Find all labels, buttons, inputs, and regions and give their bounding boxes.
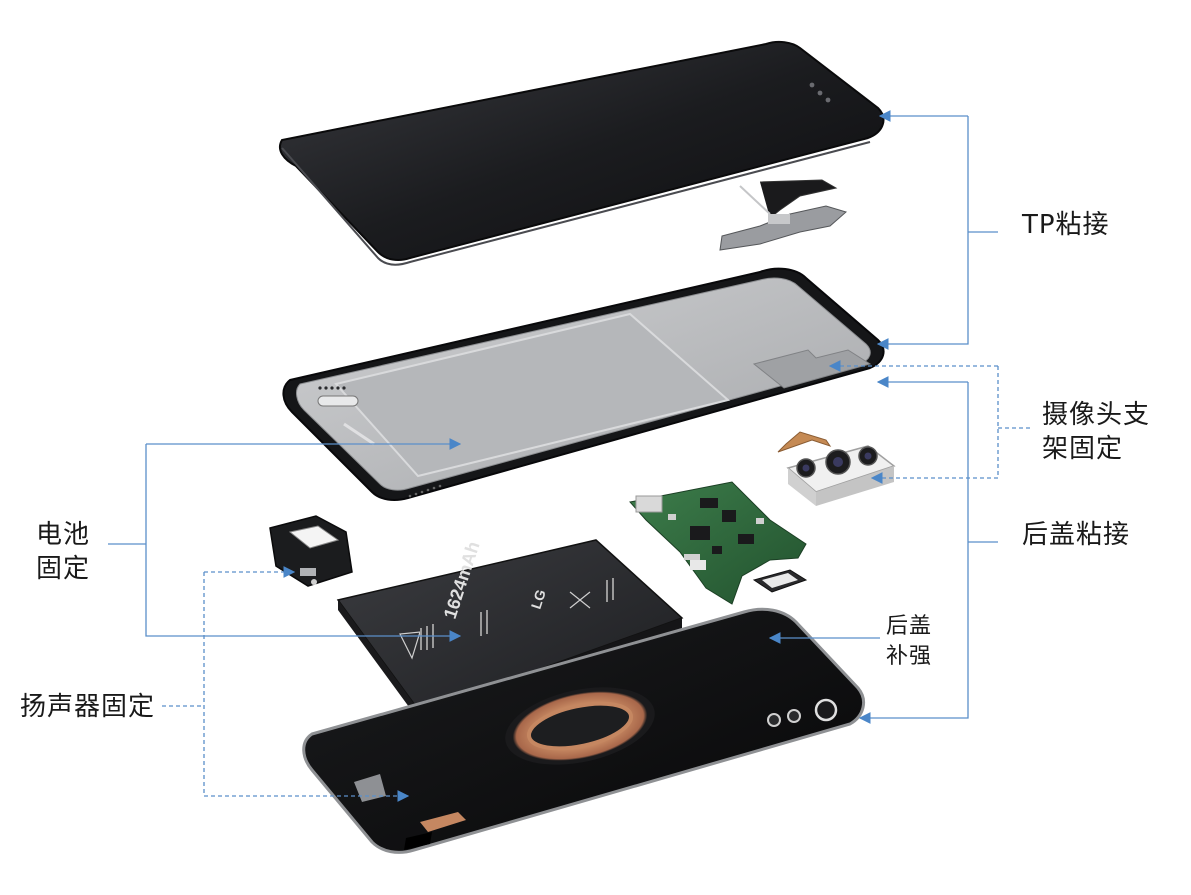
back-cover	[302, 607, 866, 854]
dashed-connector-lines	[162, 360, 1030, 802]
connector-lines	[108, 110, 998, 724]
label-back-cover-reinforce: 后盖 补强	[886, 614, 933, 669]
camera-module	[777, 431, 896, 506]
pcb-board	[629, 481, 808, 605]
display-panel	[278, 40, 885, 266]
label-back-cover-bond: 后盖粘接	[1022, 520, 1131, 550]
speaker-module	[269, 515, 353, 587]
mid-frame-plate	[282, 267, 885, 501]
battery-brand-text: LG	[528, 587, 549, 611]
label-battery-fix: 电池 固定	[36, 520, 91, 584]
label-camera-bracket-fix: 摄像头支 架固定	[1042, 400, 1151, 464]
label-speaker-fix: 扬声器固定	[20, 692, 156, 722]
label-tp-bond: TP粘接	[1022, 210, 1110, 240]
